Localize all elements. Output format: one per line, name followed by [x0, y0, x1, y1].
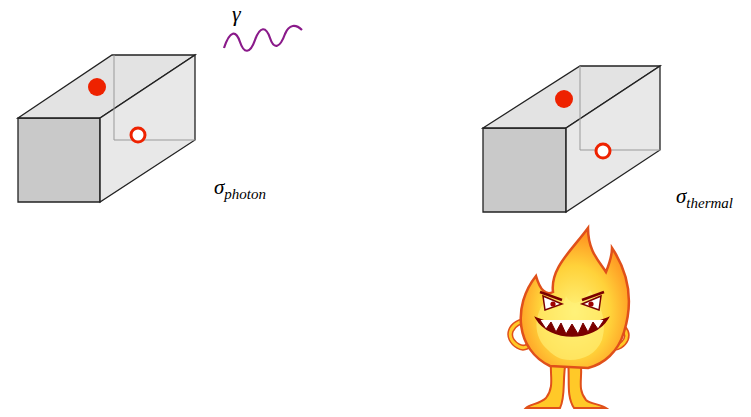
cross-section-label: σthermal: [676, 185, 733, 208]
photon-wave: [224, 26, 302, 51]
cross-section-label: σphoton: [214, 176, 266, 199]
photon-label: γ: [232, 2, 241, 26]
flame-creature: [510, 228, 629, 408]
cavity-box: [18, 55, 195, 202]
cavity-box: [483, 66, 660, 212]
